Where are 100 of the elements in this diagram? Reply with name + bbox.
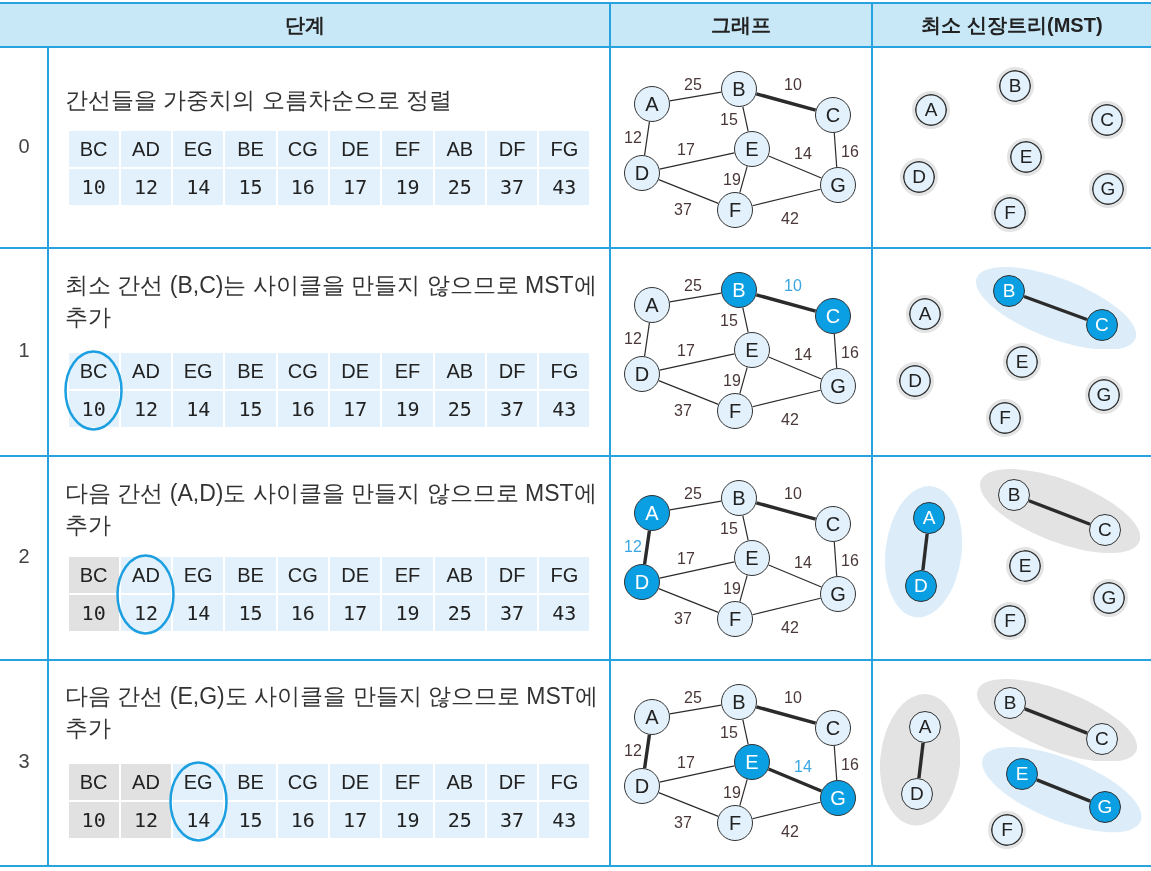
edge-label: 25 xyxy=(684,485,702,503)
step-number: 3 xyxy=(18,749,30,773)
graph-edge xyxy=(755,501,817,521)
node-circle: B xyxy=(996,67,1034,105)
edge-label: 17 xyxy=(677,141,695,159)
edge-label: 37 xyxy=(674,201,692,219)
node-circle: G xyxy=(820,368,856,404)
edge-label: 12 xyxy=(624,129,642,147)
table-cell: 10 xyxy=(68,391,119,427)
edge-label: 42 xyxy=(781,823,799,841)
table-cell: 25 xyxy=(434,595,485,631)
node-circle: F xyxy=(717,601,753,637)
graph-edge xyxy=(742,515,749,541)
step-number: 1 xyxy=(18,338,30,362)
header-cell: 최소 신장트리(MST) xyxy=(873,4,1151,46)
tree-edge xyxy=(1036,778,1091,803)
graph-edge xyxy=(833,541,838,577)
node-circle: D xyxy=(624,564,660,600)
edge-label: 12 xyxy=(624,330,642,348)
edge-label: 25 xyxy=(684,76,702,94)
table-cell: DF xyxy=(486,764,538,800)
table-cell: BC xyxy=(68,557,119,593)
group-ellipse xyxy=(976,678,1138,762)
table-cell: 17 xyxy=(330,391,381,427)
node-circle: E xyxy=(1003,343,1041,381)
graph-edge xyxy=(755,92,817,112)
node-circle: G xyxy=(820,576,856,612)
graph-edge xyxy=(669,500,722,511)
edge-label: 42 xyxy=(781,411,799,429)
node-circle: C xyxy=(815,710,851,746)
group-ellipse xyxy=(879,694,961,826)
node-circle: C xyxy=(815,97,851,133)
edge-label: 14 xyxy=(794,346,812,364)
node-circle: F xyxy=(717,393,753,429)
table-cell: FG xyxy=(539,764,590,800)
node-circle: G xyxy=(1089,170,1127,208)
table-cell: EF xyxy=(382,353,433,389)
tree-edge xyxy=(1023,294,1088,322)
graph-edge xyxy=(833,745,838,781)
table-cell: EG xyxy=(173,557,224,593)
table-cell: 15 xyxy=(225,169,276,205)
table-cell: 17 xyxy=(330,595,381,631)
graph-edge xyxy=(833,132,838,168)
node-circle: B xyxy=(721,272,757,308)
node-circle: A xyxy=(634,495,670,531)
graph-edge xyxy=(768,356,822,380)
step-description: 간선들을 가중치의 오름차순으로 정렬 xyxy=(65,86,453,115)
table-cell: AB xyxy=(434,353,485,389)
node-circle: C xyxy=(1088,101,1126,139)
table-cell: EG xyxy=(173,353,224,389)
table-cell: 14 xyxy=(173,595,224,631)
node-circle: G xyxy=(820,167,856,203)
node-circle: A xyxy=(912,91,950,129)
table-cell: 25 xyxy=(434,802,485,838)
edge-label: 16 xyxy=(841,552,859,570)
table-cell: DE xyxy=(330,131,381,167)
table-cell: AD xyxy=(120,353,172,389)
table-cell: EF xyxy=(382,557,433,593)
graph-edge xyxy=(658,588,719,613)
edge-label: 17 xyxy=(677,342,695,360)
graph-edge xyxy=(751,389,822,408)
node-circle: G xyxy=(820,780,856,816)
edge-label: 15 xyxy=(720,111,738,129)
table-cell: 15 xyxy=(225,595,276,631)
table-cell: DF xyxy=(486,131,538,167)
edge-label: 25 xyxy=(684,689,702,707)
table-cell: AB xyxy=(434,557,485,593)
graph-edge xyxy=(659,765,735,783)
table-cell: BE xyxy=(225,131,276,167)
node-circle: A xyxy=(634,287,670,323)
table-cell: 10 xyxy=(68,595,119,631)
table-cell: 14 xyxy=(173,802,224,838)
table-cell: CG xyxy=(277,353,328,389)
node-circle: F xyxy=(717,192,753,228)
node-circle: C xyxy=(815,506,851,542)
step-description: 최소 간선 (B,C)는 사이클을 만들지 않으므로 MST에 추가 xyxy=(65,271,598,332)
table-cell: AD xyxy=(120,764,172,800)
node-circle: C xyxy=(815,298,851,334)
edge-label: 10 xyxy=(784,689,802,707)
edge-label: 17 xyxy=(677,550,695,568)
node-circle: F xyxy=(988,811,1026,849)
node-circle: D xyxy=(900,158,938,196)
table-cell: 12 xyxy=(120,169,172,205)
table-cell: 25 xyxy=(434,169,485,205)
graph-edge xyxy=(659,152,735,170)
table-cell: EG xyxy=(173,131,224,167)
graph-edge xyxy=(669,292,722,303)
edge-label: 12 xyxy=(624,538,642,556)
table-cell: 19 xyxy=(382,391,433,427)
table-cell: AB xyxy=(434,764,485,800)
node-circle: F xyxy=(991,194,1029,232)
table-cell: BC xyxy=(68,353,119,389)
table-cell: DE xyxy=(330,353,381,389)
edge-label: 42 xyxy=(781,210,799,228)
edge-label: 19 xyxy=(723,580,741,598)
table-cell: 19 xyxy=(382,595,433,631)
table-cell: 12 xyxy=(120,391,172,427)
group-ellipse xyxy=(975,266,1137,350)
node-circle: E xyxy=(734,332,770,368)
table-cell: BE xyxy=(225,353,276,389)
